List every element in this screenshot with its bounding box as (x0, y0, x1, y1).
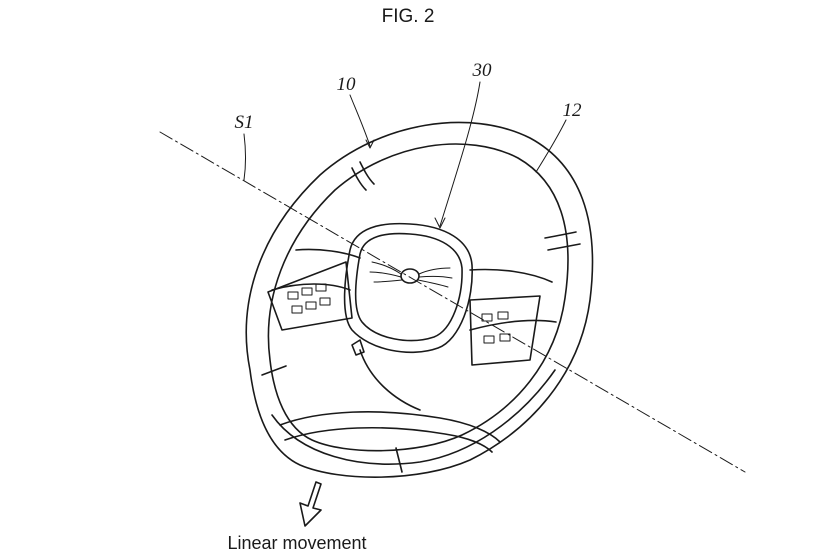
hub-mount-clip (351, 339, 365, 356)
airbag-cover-inner (354, 232, 463, 342)
rim-inner (267, 143, 569, 452)
spoke-right-lower (469, 319, 557, 331)
leader-airbag-arrow (434, 217, 446, 229)
steering-wheel (245, 121, 594, 478)
left-control-panel (267, 261, 353, 331)
right-panel-buttons (481, 311, 511, 344)
rim-joint-bottom-right (395, 447, 403, 473)
rim-joint-right (544, 231, 577, 239)
rim-joint-top-left (351, 167, 367, 191)
linear-movement-caption: Linear movement (227, 533, 366, 553)
rim-outer (245, 121, 594, 478)
rim-lower-edge (271, 369, 556, 465)
rim-joint-right-2 (547, 243, 581, 251)
leader-rim (349, 94, 371, 147)
leader-rim-arrow (365, 139, 375, 149)
reference-callouts: 10 30 12 S1 (235, 60, 583, 229)
winged-emblem (369, 261, 453, 288)
leader-grip (535, 119, 567, 173)
linear-movement-arrow (299, 481, 322, 527)
spoke-right-upper (469, 268, 553, 283)
ref-airbag: 30 (472, 60, 493, 81)
rim-joint-bottom-left (261, 365, 287, 376)
spoke-left-upper (295, 248, 361, 259)
ref-axis: S1 (235, 112, 254, 133)
left-panel-buttons (287, 283, 331, 314)
ref-rim: 10 (337, 74, 357, 95)
airbag-cover-outer (343, 222, 473, 354)
rim-bottom-grip-lower (284, 426, 493, 453)
spoke-left-lower (271, 283, 351, 291)
rim-joint-top-left-2 (359, 161, 375, 185)
rim-bottom-grip (279, 411, 501, 443)
leader-axis (243, 133, 246, 181)
steering-axis-line (159, 131, 746, 473)
figure-title: FIG. 2 (382, 6, 435, 27)
leader-airbag (439, 81, 481, 227)
right-control-panel (469, 295, 541, 366)
ref-grip: 12 (563, 100, 583, 121)
spoke-bottom (359, 349, 421, 411)
